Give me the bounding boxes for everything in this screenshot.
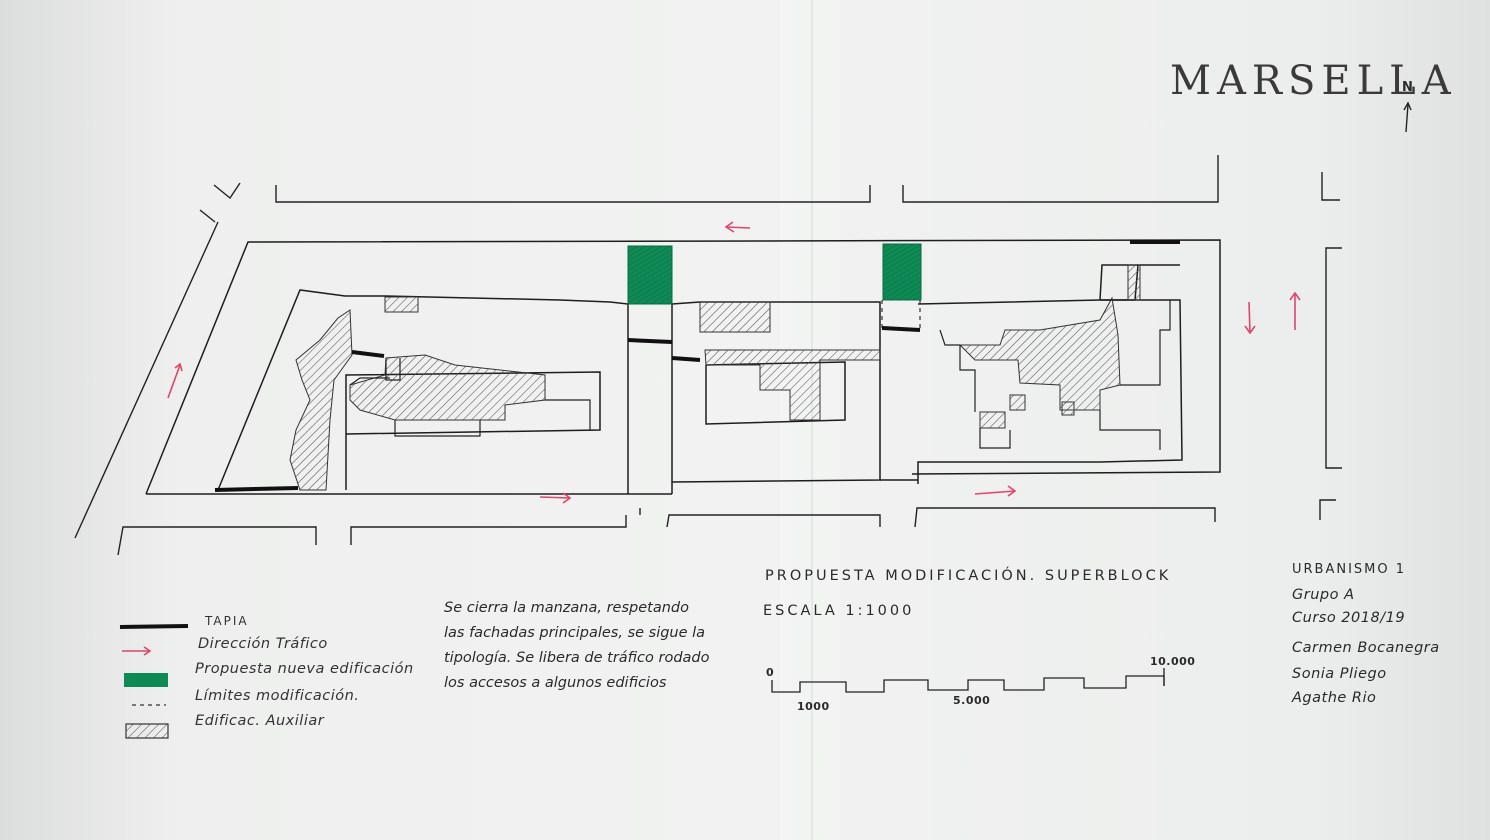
legend-traffic-label: Dirección Tráfico [198, 636, 328, 652]
scale-tick-10000: 10.000 [1150, 655, 1196, 668]
credit-author-1: Carmen Bocanegra [1292, 640, 1440, 656]
new-building-west [627, 245, 673, 305]
tapia-walls [214, 240, 1180, 492]
traffic-arrow-west-avenue [167, 362, 183, 399]
scale-tick-1000: 1000 [797, 700, 830, 713]
legend-tapia-label: TAPIA [205, 614, 249, 628]
credit-course: URBANISMO 1 [1292, 562, 1407, 577]
modification-limits [627, 300, 921, 360]
scale-label: ESCALA 1:1000 [763, 603, 915, 619]
street-curbs [74, 155, 1342, 556]
traffic-arrow-south-street-east [974, 485, 1017, 497]
traffic-arrows [167, 221, 1301, 504]
legend-limits-label: Límites modificación. [195, 688, 360, 704]
north-label: N [1402, 80, 1414, 95]
legend-traffic-symbol [122, 646, 152, 656]
legend-aux-label: Edificac. Auxiliar [195, 713, 325, 729]
north-arrow [1403, 101, 1412, 133]
building-outlines [349, 300, 1171, 450]
legend-new-building-label: Propuesta nueva edificación [195, 661, 414, 677]
legend-aux-symbol [125, 723, 169, 739]
graphic-scale-bar [771, 668, 1165, 693]
scale-tick-0: 0 [766, 666, 775, 679]
traffic-arrow-east-up [1289, 291, 1301, 330]
proposal-title: PROPUESTA MODIFICACIÓN. SUPERBLOCK [765, 568, 1172, 584]
legend-tapia-symbol [119, 624, 189, 629]
plan-title: MARSELLA [1170, 58, 1457, 104]
legend-new-building-symbol [124, 673, 168, 687]
new-building-proposals [627, 243, 922, 305]
scale-tick-5000: 5.000 [953, 694, 991, 707]
new-building-east [882, 243, 922, 301]
traffic-arrow-north-street [724, 221, 751, 233]
traffic-arrow-east-down [1244, 301, 1256, 335]
credit-year: Curso 2018/19 [1292, 610, 1406, 626]
credit-author-3: Agathe Rio [1292, 690, 1377, 706]
traffic-arrow-south-street-west [539, 492, 572, 504]
credit-author-2: Sonia Pliego [1292, 666, 1387, 682]
legend-symbols [119, 624, 189, 739]
proposal-note: Se cierra la manzana, respetando las fac… [444, 600, 710, 691]
credit-group: Grupo A [1292, 587, 1355, 603]
auxiliary-buildings [289, 264, 1141, 491]
